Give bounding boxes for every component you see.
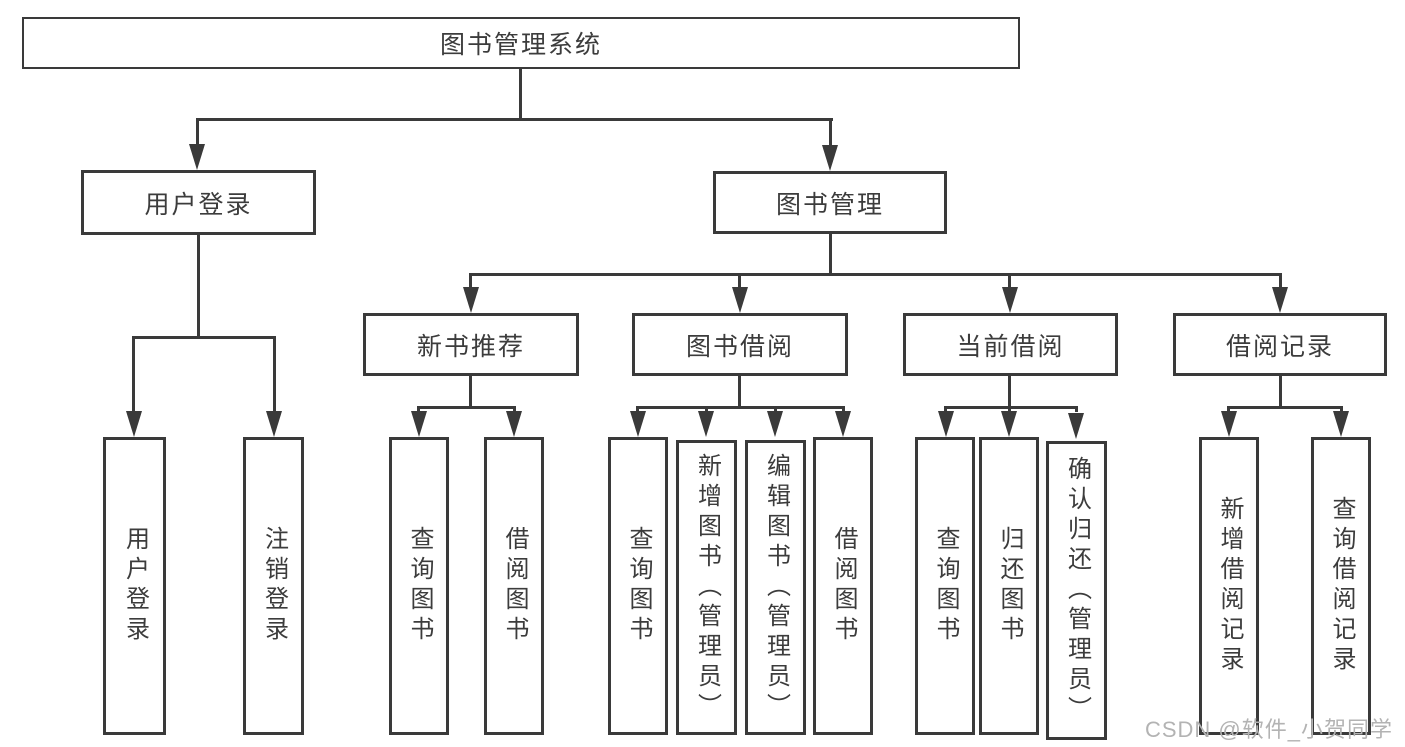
connector-line <box>944 406 947 412</box>
node-borrow-records: 借阅记录 <box>1173 313 1387 376</box>
connector-line <box>842 406 845 412</box>
node-label: 图书借阅 <box>685 332 794 361</box>
arrow-down-icon <box>938 411 954 437</box>
node-label: 图书管理 <box>775 190 884 219</box>
connector-line <box>519 69 522 118</box>
leaf-add-borrow-record: 新增借阅记录 <box>1199 437 1259 735</box>
leaf-label: 查询图书 <box>406 526 433 646</box>
connector-line <box>1008 376 1011 406</box>
leaf-label: 确认归还（管理员） <box>1063 455 1091 726</box>
leaf-label: 注销登录 <box>260 526 288 646</box>
arrow-down-icon <box>767 411 783 437</box>
node-user-login: 用户登录 <box>81 170 316 235</box>
connector-line <box>132 336 135 412</box>
arrow-down-icon <box>835 411 851 437</box>
arrow-down-icon <box>732 287 748 313</box>
csdn-watermark: CSDN @软件_小贺同学 <box>1144 717 1393 742</box>
leaf-return-books: 归还图书 <box>979 437 1039 735</box>
leaf-label: 借阅图书 <box>501 526 528 646</box>
connector-line <box>469 273 1282 276</box>
arrow-down-icon <box>411 411 427 437</box>
arrow-down-icon <box>126 411 142 437</box>
connector-line <box>829 118 832 146</box>
arrow-down-icon <box>822 145 838 171</box>
leaf-label: 新增借阅记录 <box>1216 496 1243 676</box>
leaf-label: 编辑图书（管理员） <box>762 452 790 723</box>
leaf-confirm-return-admin: 确认归还（管理员） <box>1046 441 1107 740</box>
leaf-edit-books-admin: 编辑图书（管理员） <box>745 440 806 735</box>
arrow-down-icon <box>698 411 714 437</box>
leaf-label: 归还图书 <box>996 526 1023 646</box>
connector-line <box>469 376 472 406</box>
node-label: 新书推荐 <box>416 332 525 361</box>
connector-line <box>1008 406 1011 412</box>
arrow-down-icon <box>1068 413 1084 439</box>
leaf-query-borrow-record: 查询借阅记录 <box>1311 437 1371 735</box>
connector-line <box>738 376 741 406</box>
leaf-label: 借阅图书 <box>830 526 857 646</box>
connector-line <box>1279 273 1282 289</box>
arrow-down-icon <box>630 411 646 437</box>
connector-line <box>469 273 472 289</box>
leaf-label: 查询图书 <box>932 526 959 646</box>
connector-line <box>944 406 1078 409</box>
leaf-label: 用户登录 <box>121 526 149 646</box>
leaf-label: 查询图书 <box>625 526 652 646</box>
connector-line <box>829 234 832 273</box>
connector-line <box>196 118 833 121</box>
arrow-down-icon <box>189 144 205 170</box>
connector-line <box>1227 406 1230 412</box>
leaf-query-books-current: 查询图书 <box>915 437 975 735</box>
node-label: 图书管理系统 <box>439 31 602 59</box>
connector-line <box>636 406 845 409</box>
arrow-down-icon <box>266 411 282 437</box>
arrow-down-icon <box>1001 411 1017 437</box>
node-label: 借阅记录 <box>1225 332 1334 361</box>
leaf-user-login: 用户登录 <box>103 437 166 735</box>
leaf-add-books-admin: 新增图书（管理员） <box>676 440 737 735</box>
connector-line <box>513 406 516 412</box>
connector-line <box>1279 376 1282 406</box>
connector-line <box>417 406 516 409</box>
connector-line <box>196 118 199 146</box>
leaf-label: 查询借阅记录 <box>1328 496 1355 676</box>
connector-line <box>1340 406 1343 412</box>
node-book-borrow: 图书借阅 <box>632 313 848 376</box>
connector-line <box>417 406 420 412</box>
connector-line <box>132 336 276 339</box>
arrow-down-icon <box>506 411 522 437</box>
connector-line <box>1075 406 1078 412</box>
node-book-management: 图书管理 <box>713 171 947 234</box>
connector-line <box>197 235 200 336</box>
leaf-query-books-borrow: 查询图书 <box>608 437 668 735</box>
arrow-down-icon <box>463 287 479 313</box>
node-label: 用户登录 <box>144 190 253 219</box>
arrow-down-icon <box>1221 411 1237 437</box>
arrow-down-icon <box>1333 411 1349 437</box>
connector-line <box>738 273 741 289</box>
connector-line <box>636 406 639 412</box>
connector-line <box>1227 406 1342 409</box>
connector-line <box>705 406 708 412</box>
node-current-borrow: 当前借阅 <box>903 313 1118 376</box>
connector-line <box>273 336 276 412</box>
leaf-borrow-books: 借阅图书 <box>813 437 873 735</box>
leaf-query-books-recommend: 查询图书 <box>389 437 449 735</box>
connector-line <box>774 406 777 412</box>
arrow-down-icon <box>1272 287 1288 313</box>
arrow-down-icon <box>1002 287 1018 313</box>
leaf-logout: 注销登录 <box>243 437 304 735</box>
node-label: 当前借阅 <box>956 332 1065 361</box>
leaf-label: 新增图书（管理员） <box>693 452 721 723</box>
leaf-borrow-books-recommend: 借阅图书 <box>484 437 544 735</box>
node-library-management-system: 图书管理系统 <box>22 17 1020 69</box>
node-new-book-recommend: 新书推荐 <box>363 313 579 376</box>
connector-line <box>1008 273 1011 289</box>
